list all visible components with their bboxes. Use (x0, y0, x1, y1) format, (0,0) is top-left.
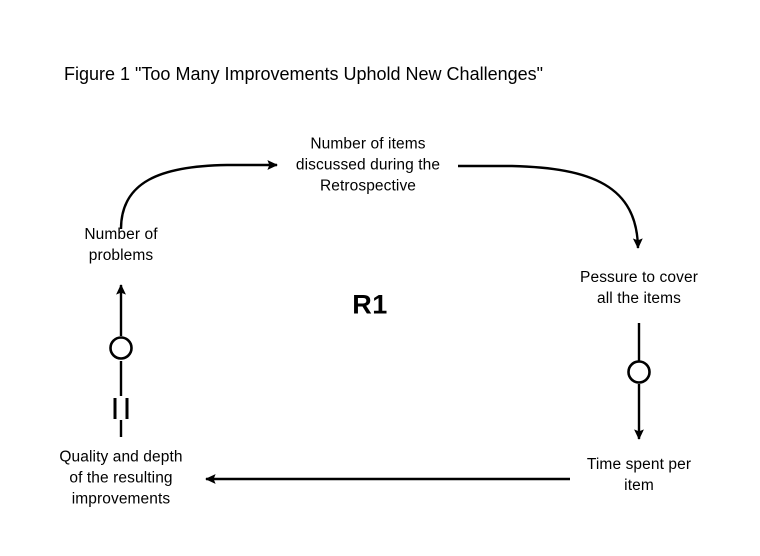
node-quality-and-depth[interactable]: Quality and depth of the resulting impro… (59, 448, 183, 508)
polarity-o-pressure-to-time (627, 360, 651, 384)
node-time-spent-per-item[interactable]: Time spent per item (586, 456, 692, 494)
link-problems-to-items (119, 160, 278, 230)
loop-identifier-r1: R1 (352, 289, 388, 320)
node-number-of-problems[interactable]: Number of problems (84, 226, 158, 264)
diagram-title: Figure 1 "Too Many Improvements Uphold N… (64, 64, 544, 84)
link-items-to-pressure (458, 164, 643, 249)
node-number-of-items-discussed[interactable]: Number of items discussed during the Ret… (295, 135, 441, 195)
polarity-o-quality-to-problems (109, 336, 133, 360)
node-pressure-to-cover-items[interactable]: Pessure to cover all the items (580, 269, 698, 307)
